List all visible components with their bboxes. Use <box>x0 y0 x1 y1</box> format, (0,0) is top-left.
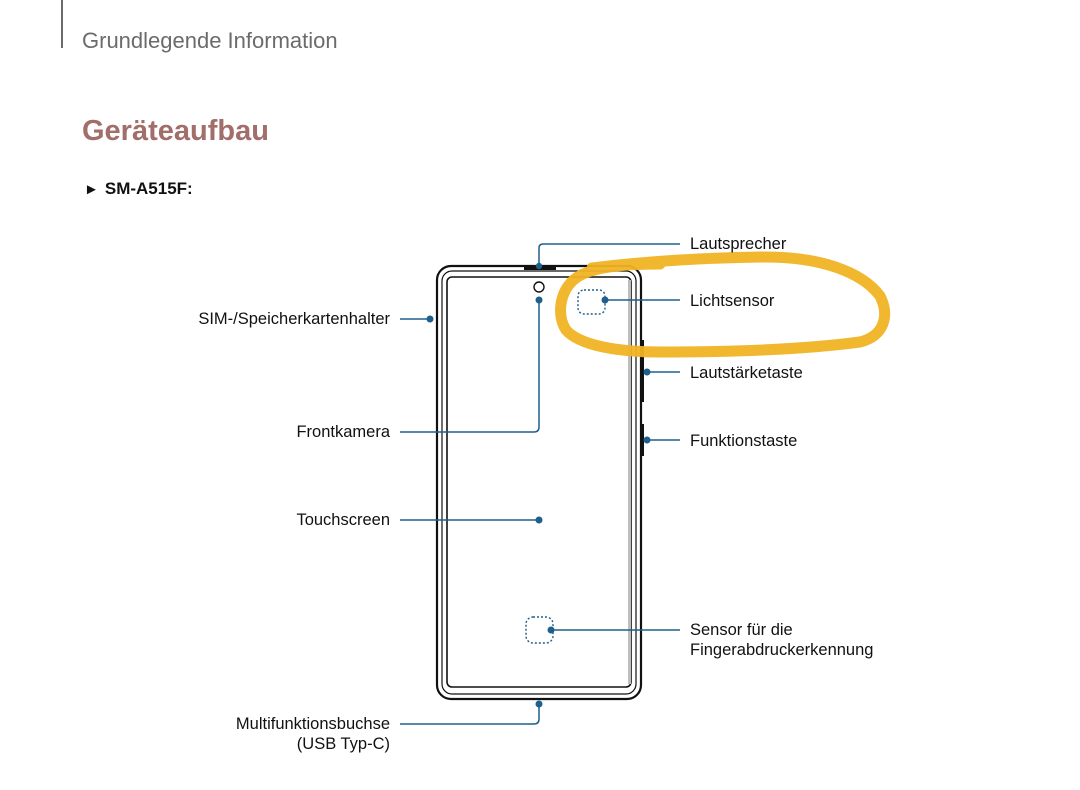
label-sim-tray: SIM-/Speicherkartenhalter <box>198 310 390 328</box>
label-front-camera: Frontkamera <box>296 423 390 441</box>
highlight-scribble <box>555 251 891 358</box>
label-volume-key: Lautstärketaste <box>690 364 803 382</box>
label-side-key: Funktionstaste <box>690 432 798 450</box>
section-title: Grundlegende Information <box>82 28 338 53</box>
triangle-bullet-icon: ► <box>84 181 99 198</box>
side-key-shape <box>640 424 644 456</box>
section-rule <box>61 0 63 48</box>
volume-key-shape <box>640 340 644 402</box>
page-heading: Geräteaufbau <box>82 115 269 147</box>
phone-outline <box>435 264 643 701</box>
label-fingerprint-sensor: Sensor für die Fingerabdruckerkennung <box>690 620 873 660</box>
label-usb-line1: Multifunktionsbuchse <box>235 715 390 733</box>
model-name: SM-A515F: <box>104 179 193 198</box>
label-fingerprint-line2: Fingerabdruckerkennung <box>690 641 874 659</box>
label-speaker: Lautsprecher <box>690 235 787 253</box>
front-camera-icon <box>533 281 545 293</box>
callout-lines <box>400 243 680 725</box>
model-label: ► SM-A515F: <box>84 179 193 199</box>
label-usb-line2: (USB Typ-C) <box>296 735 390 753</box>
label-touchscreen: Touchscreen <box>296 511 390 529</box>
label-fingerprint-line1: Sensor für die <box>690 621 793 639</box>
label-light-sensor: Lichtsensor <box>690 292 775 310</box>
callout-dots <box>426 262 651 708</box>
label-usb-port: Multifunktionsbuchse (USB Typ-C) <box>236 714 390 754</box>
light-sensor-marker <box>577 289 606 315</box>
